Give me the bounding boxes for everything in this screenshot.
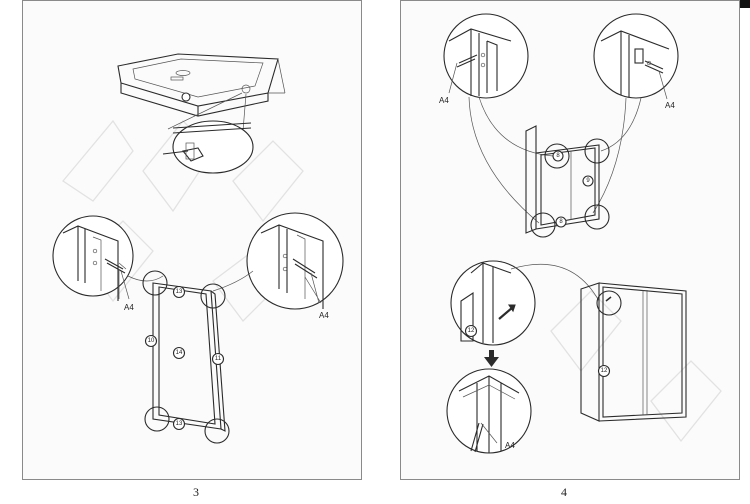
page-number-4: 4 — [561, 485, 567, 499]
left-frame-detail: A4 — [52, 215, 134, 312]
part-number-upper-top: 8 — [552, 150, 564, 162]
part-number-detail-handle: 12 — [464, 324, 478, 338]
svg-text:13: 13 — [176, 289, 183, 295]
upper-frame-assembly — [525, 125, 610, 238]
part-number-top: 13 — [172, 285, 186, 299]
svg-text:12: 12 — [601, 368, 608, 374]
right-frame-detail: A4 — [246, 212, 344, 320]
connector-sweep — [510, 263, 600, 302]
frame-assembly — [142, 270, 230, 444]
svg-text:8: 8 — [556, 153, 560, 159]
svg-text:12: 12 — [468, 328, 475, 334]
page-number-3: 3 — [193, 485, 199, 499]
callout-a4-right: A4 — [319, 311, 329, 320]
part-number-center: 14 — [172, 346, 186, 360]
svg-text:13: 13 — [176, 421, 183, 427]
part-number-side-right: 11 — [211, 352, 225, 366]
connector-right — [212, 270, 254, 292]
part-number-bottom: 13 — [172, 417, 186, 431]
down-arrow-icon — [484, 350, 499, 367]
callout-a4-left: A4 — [124, 303, 134, 312]
part-number-side-left: 10 — [144, 334, 158, 348]
part-number-upper-bottom: 8 — [555, 216, 567, 228]
callout-a4-top-right: A4 — [665, 101, 675, 110]
svg-text:11: 11 — [215, 356, 222, 362]
svg-text:10: 10 — [148, 338, 155, 344]
shower-tray — [117, 53, 286, 117]
callout-a4-bottom: A4 — [505, 441, 515, 450]
corner-black-mark — [734, 0, 750, 8]
svg-text:8: 8 — [559, 219, 563, 225]
page-3-illustration: A4 A4 13 — [52, 53, 344, 444]
tray-foot-detail — [162, 92, 254, 174]
page-4-illustration: A4 A4 — [439, 13, 722, 454]
connector-left — [127, 275, 164, 282]
manual-page-3: A4 A4 13 — [22, 0, 362, 480]
top-right-detail: A4 — [593, 13, 679, 110]
part-number-upper-center: 9 — [582, 175, 594, 187]
top-left-detail: A4 — [439, 13, 529, 105]
handle-detail — [450, 260, 536, 346]
part-number-side-handle: 12 — [597, 364, 611, 378]
svg-text:9: 9 — [586, 178, 590, 184]
manual-page-4: A4 A4 — [400, 0, 740, 480]
callout-a4-top-left: A4 — [439, 96, 449, 105]
corner-screw-detail: A4 — [446, 368, 532, 454]
svg-text:14: 14 — [176, 350, 183, 356]
